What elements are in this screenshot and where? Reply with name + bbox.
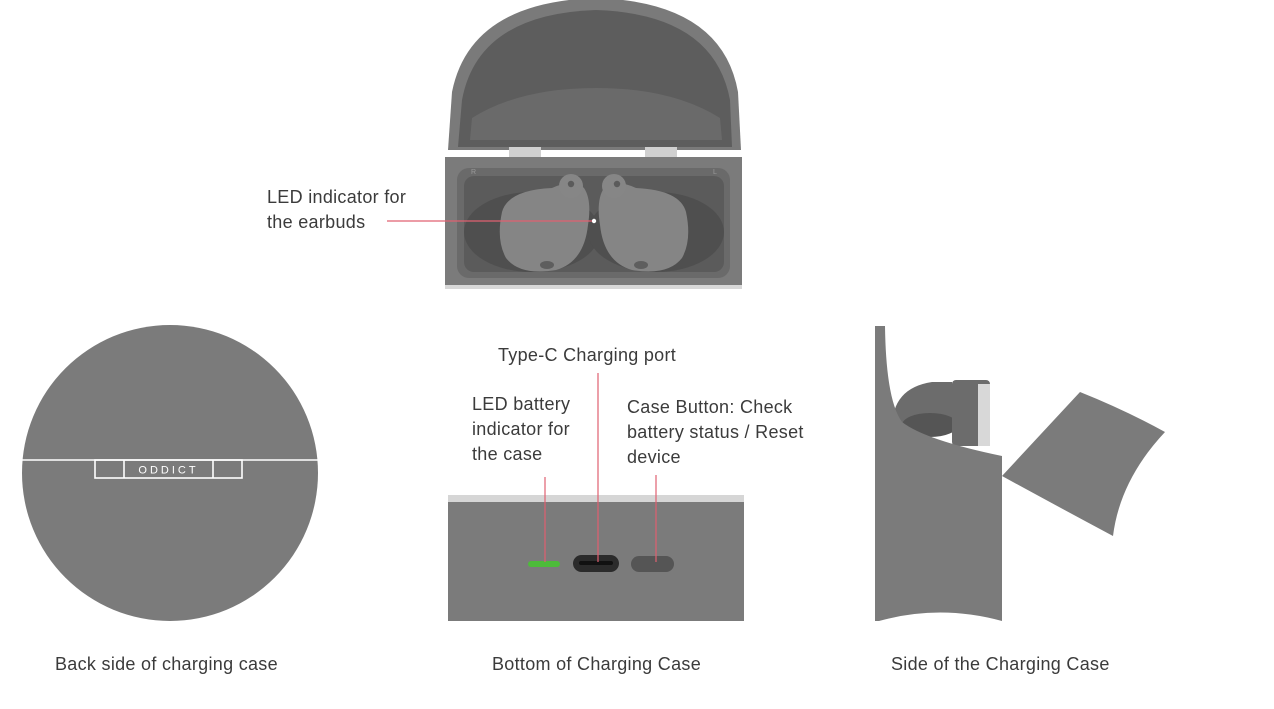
- caption-back-side: Back side of charging case: [55, 654, 278, 674]
- earbud-right-mark: R: [471, 169, 476, 176]
- led-battery-label-line3: the case: [472, 444, 543, 464]
- led-battery-indicator: [528, 561, 560, 567]
- bottom-view-illustration: [448, 495, 744, 621]
- led-battery-label-line1: LED battery: [472, 394, 571, 414]
- led-battery-label: LED battery indicator for the case: [472, 392, 570, 467]
- case-button-label-line3: device: [627, 447, 681, 467]
- case-button-label-line2: battery status / Reset: [627, 422, 804, 442]
- led-earbuds-label-line2: the earbuds: [267, 212, 366, 232]
- case-button-label: Case Button: Check battery status / Rese…: [627, 395, 804, 470]
- caption-bottom: Bottom of Charging Case: [492, 654, 702, 674]
- led-earbuds-label: LED indicator for the earbuds: [267, 185, 406, 235]
- side-view-illustration: [875, 326, 1165, 621]
- case-button-label-line1: Case Button: Check: [627, 397, 793, 417]
- type-c-port-label: Type-C Charging port: [498, 345, 677, 365]
- earbud-left-mark: L: [713, 169, 717, 176]
- open-case-illustration: [445, 0, 742, 289]
- case-button: [631, 556, 674, 572]
- brand-logo-text: ODDICT: [138, 465, 198, 477]
- led-battery-label-line2: indicator for: [472, 419, 570, 439]
- led-earbuds-label-line1: LED indicator for: [267, 187, 407, 207]
- caption-side: Side of the Charging Case: [891, 654, 1110, 674]
- back-side-illustration: [22, 325, 318, 621]
